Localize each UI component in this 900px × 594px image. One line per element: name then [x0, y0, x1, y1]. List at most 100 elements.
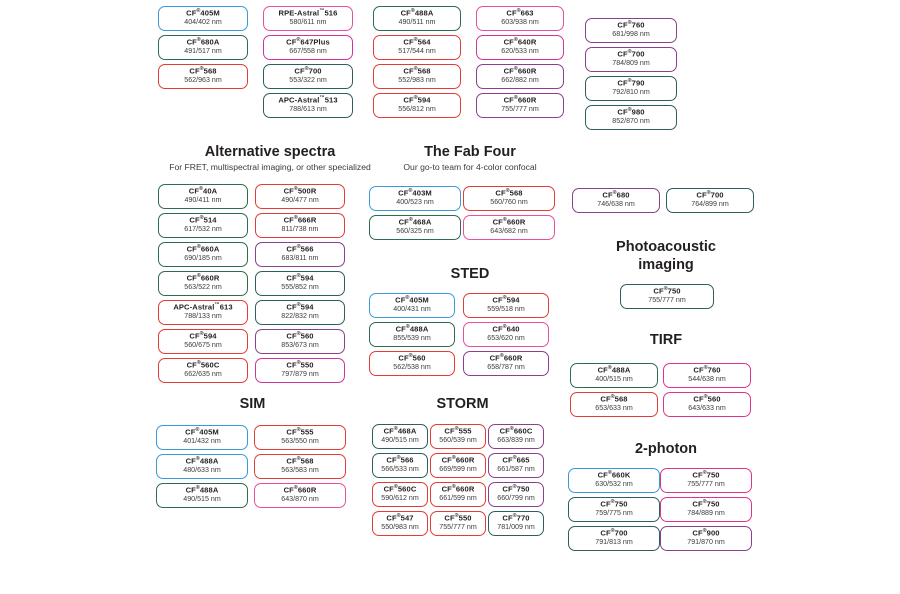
dye-name: RPE-Astral™516 — [278, 7, 338, 18]
dye-name: CF®640 — [492, 323, 520, 334]
dye-wavelengths: 550/983 nm — [381, 523, 419, 532]
trademark-symbol: ® — [196, 243, 201, 250]
trademark-symbol: ® — [454, 512, 459, 519]
dye-wavelengths: 552/983 nm — [398, 76, 436, 85]
dye-name: CF®468A — [383, 425, 417, 436]
dye-wavelengths: 562/538 nm — [393, 363, 431, 372]
dye-wavelengths: 643/870 nm — [281, 495, 319, 504]
dye-wavelengths: 400/523 nm — [396, 198, 434, 207]
trademark-symbol: ® — [396, 454, 401, 461]
trademark-symbol: ® — [405, 294, 410, 301]
trademark-symbol: ® — [296, 36, 301, 43]
dye-name: CF®660C — [499, 425, 533, 436]
dye-wavelengths: 566/533 nm — [381, 465, 419, 474]
dye-name: CF®660R — [503, 94, 537, 105]
trademark-symbol: ® — [509, 425, 514, 432]
trademark-symbol: ® — [196, 36, 201, 43]
dye-wavelengths: 562/963 nm — [184, 76, 222, 85]
trademark-symbol: ™ — [214, 301, 220, 308]
dye-name: CF®560 — [286, 330, 314, 341]
trademark-symbol: ® — [296, 426, 301, 433]
dye-name: CF®488A — [597, 364, 631, 375]
dye-name: CF®660K — [597, 469, 631, 480]
trademark-symbol: ® — [702, 498, 707, 505]
dye-wavelengths: 491/517 nm — [184, 47, 222, 56]
